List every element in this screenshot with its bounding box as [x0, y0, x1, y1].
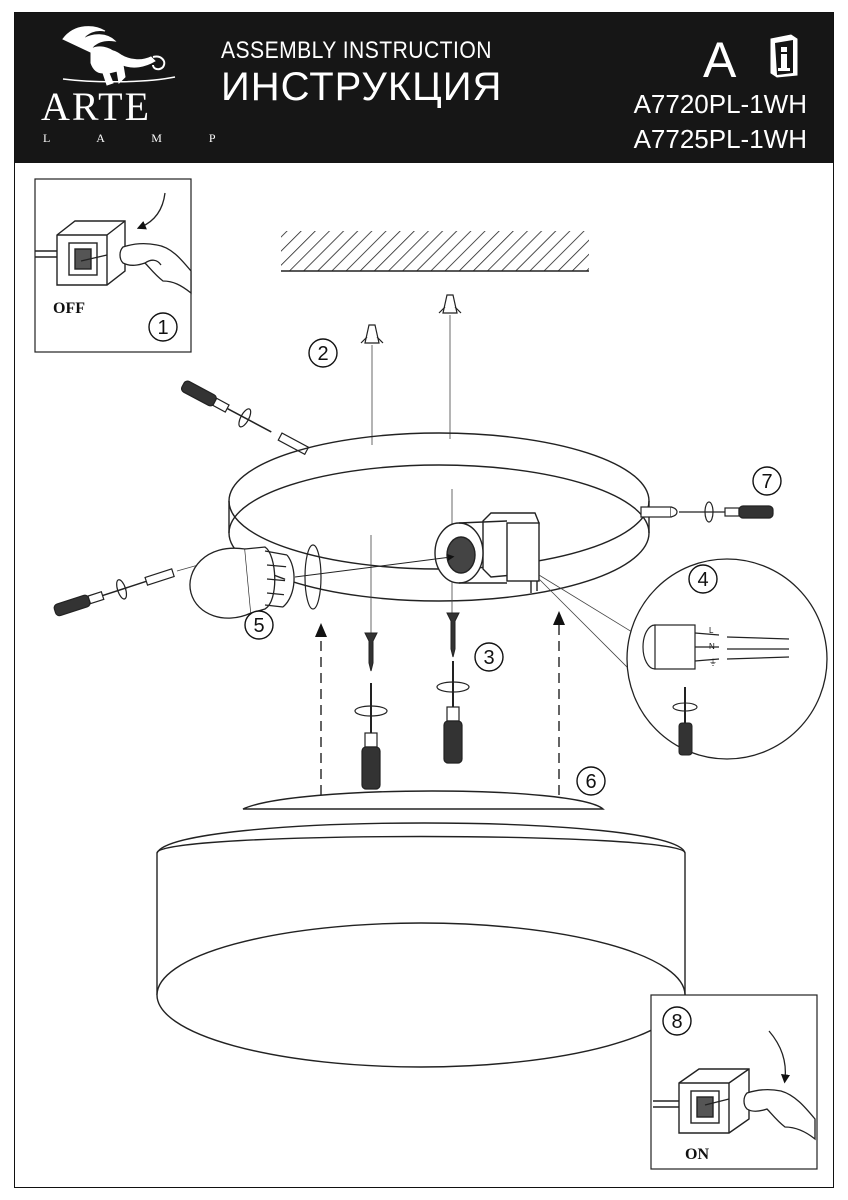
light-bulb-icon [189, 546, 295, 619]
step-3-number: 3 [483, 647, 494, 669]
lamp-socket [434, 512, 540, 593]
screw-icon [364, 612, 460, 672]
lamp-shade [156, 790, 686, 1068]
rotation-arrow-icon [136, 192, 166, 230]
screwdriver-icon [738, 505, 774, 519]
info-book-icon [770, 34, 798, 78]
hand-icon [743, 1089, 816, 1141]
category-letter: A [703, 32, 737, 88]
title-english: ASSEMBLY INSTRUCTION [221, 37, 492, 64]
wire-label-pe: ⏚ [709, 658, 717, 667]
hand-icon [119, 243, 192, 295]
step-4-wiring-detail: 4 L N ⏚ [538, 558, 828, 760]
instruction-page: ARTE L A M P ASSEMBLY INSTRUCTION ИНСТРУ… [14, 12, 834, 1188]
step-5-number: 5 [253, 615, 264, 637]
step-1-number: 1 [157, 317, 168, 339]
brand-subname: L A M P [43, 131, 238, 145]
light-switch-icon [35, 220, 126, 286]
screwdriver-icon [361, 746, 381, 790]
ceiling [281, 231, 589, 271]
title-russian: ИНСТРУКЦИЯ [221, 65, 503, 109]
screwdriver-icon [443, 720, 463, 764]
step-6-number: 6 [585, 771, 596, 793]
model-number-2: A7725PL-1WH [633, 124, 807, 154]
step-7-number: 7 [761, 471, 772, 493]
switch-on-label: ON [685, 1146, 709, 1163]
screwdriver-icon [180, 380, 310, 456]
step-2-number: 2 [317, 343, 328, 365]
wall-plug-icon [360, 294, 462, 344]
rotation-arrow-icon [768, 1030, 791, 1084]
screwdriver-icon [53, 594, 91, 617]
step-1-panel: OFF 1 [34, 178, 192, 353]
assembly-diagram: OFF 1 2 [34, 178, 828, 1170]
light-switch-icon [653, 1068, 750, 1134]
step-8-number: 8 [671, 1011, 682, 1033]
griffin-logo-icon [62, 26, 176, 86]
model-number-1: A7720PL-1WH [633, 89, 807, 119]
wire-label-n: N [709, 642, 715, 651]
screwdriver-icon [678, 722, 693, 756]
step-8-panel: 8 ON [650, 994, 818, 1170]
brand-name: ARTE [41, 84, 152, 129]
switch-off-label: OFF [53, 300, 85, 317]
header-bar: ARTE L A M P ASSEMBLY INSTRUCTION ИНСТРУ… [15, 13, 833, 163]
wire-label-l: L [709, 626, 714, 635]
step-4-number: 4 [697, 569, 708, 591]
